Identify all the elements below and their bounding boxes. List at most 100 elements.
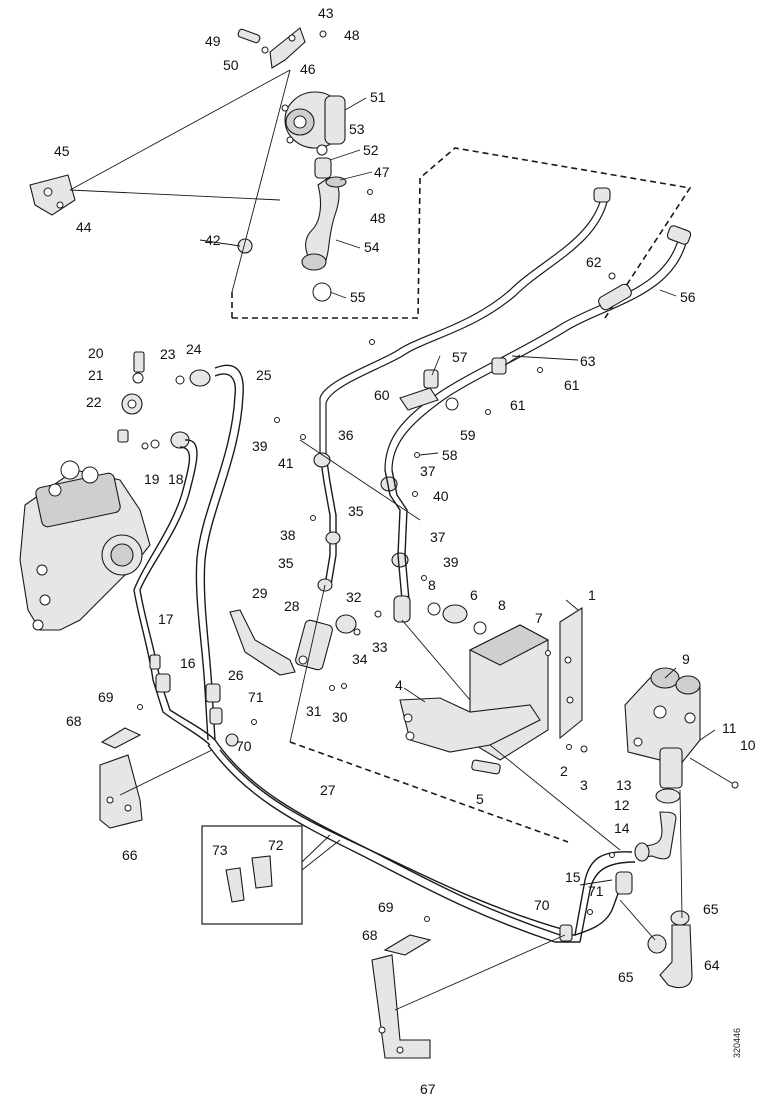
label-part-17: 17 [158,611,174,627]
clip-70-right [559,924,573,942]
label-part-56: 56 [680,289,696,305]
screw-7 [545,650,551,656]
label-part-55: 55 [350,289,366,305]
adapter-22 [121,393,143,415]
fitting-11 [659,747,683,789]
label-part-59: 59 [460,427,476,443]
label-part-67: 67 [420,1081,436,1097]
label-part-22: 22 [86,394,102,410]
label-part-39-mid: 39 [443,554,459,570]
label-part-63: 63 [580,353,596,369]
clamp-65-upper [670,910,690,926]
label-part-39-top: 39 [252,438,268,454]
priority-valve-9 [624,667,701,766]
label-part-8-left: 8 [428,577,436,593]
bolt-20 [133,351,145,373]
reference-code: 320446 [732,1028,742,1058]
label-part-21: 21 [88,367,104,383]
label-part-19: 19 [144,471,160,487]
label-part-69-left: 69 [98,689,114,705]
return-line-37 [384,469,403,601]
label-part-65-right: 65 [703,901,719,917]
label-part-53: 53 [349,121,365,137]
nut-48-top [319,30,327,38]
washer-50 [261,46,269,54]
clip-68-right [383,934,432,956]
clip-70-left [225,733,239,747]
fitting-13 [655,788,681,804]
fitting-37-lower [391,552,409,568]
dashed-group-upper [232,147,692,319]
bolt-49 [237,28,261,44]
label-part-31: 31 [306,703,322,719]
bolt-10 [689,757,736,786]
clamp-55 [312,282,332,302]
seal-19 [150,439,160,449]
screw-71-left [251,719,257,725]
inset-label-72: 72 [268,837,284,853]
label-part-57: 57 [452,349,468,365]
pipe-17 [139,439,216,741]
label-part-3: 3 [580,777,588,793]
label-part-71-left: 71 [248,689,264,705]
detail-inset: 73 72 [201,825,341,925]
label-part-64: 64 [704,957,720,973]
label-part-61-mid: 61 [510,397,526,413]
fitting-24 [189,369,211,387]
washer-21 [132,372,144,384]
label-part-40: 40 [433,488,449,504]
bracket-29 [229,609,296,676]
screw-39-top [274,417,280,423]
bolt-5 [471,759,501,775]
tank-bracket-4 [399,697,541,753]
label-part-5: 5 [476,791,484,807]
label-part-42: 42 [205,232,221,248]
label-part-16: 16 [180,655,196,671]
label-part-70-left: 70 [236,738,252,754]
label-part-49: 49 [205,33,221,49]
part-number-labels: 1 2 3 4 5 6 7 8 8 9 10 11 12 13 14 15 16… [54,5,756,1097]
pump-bracket [269,27,306,69]
pressure-hose-upper [319,194,603,455]
label-part-52: 52 [363,142,379,158]
label-part-18: 18 [168,471,184,487]
bracket-1 [559,606,583,740]
screw-3 [580,745,588,753]
label-part-10: 10 [740,737,756,753]
label-part-62: 62 [586,254,602,270]
label-part-12: 12 [614,797,630,813]
seal-34 [353,628,361,636]
screw-48-mid [367,189,373,195]
label-part-70-right: 70 [534,897,550,913]
label-part-2: 2 [560,763,568,779]
label-part-35-top: 35 [348,503,364,519]
label-part-20: 20 [88,345,104,361]
hose-fitting-52 [314,157,332,179]
label-part-48-top: 48 [344,27,360,43]
screw-2 [566,744,572,750]
label-part-6: 6 [470,587,478,603]
clip-26-lower [209,707,223,725]
power-steering-pump [281,91,346,149]
label-part-28: 28 [284,598,300,614]
label-part-61-right: 61 [564,377,580,393]
label-part-11: 11 [722,720,737,736]
label-part-30: 30 [332,709,348,725]
small-part-top [369,339,375,345]
mounting-bracket-44 [29,174,76,216]
label-part-25: 25 [256,367,272,383]
label-part-35-left: 35 [278,555,294,571]
screw-40 [412,491,418,497]
label-part-15: 15 [565,869,581,885]
label-part-29: 29 [252,585,268,601]
clip-68-left [100,727,142,749]
clip-59 [445,397,459,411]
clamp-65-lower [647,934,667,954]
clamp-14 [634,842,650,862]
label-part-14: 14 [614,820,630,836]
bracket-60 [399,387,439,411]
label-part-13: 13 [616,777,632,793]
pipe-27-a [214,739,633,936]
label-part-1: 1 [588,587,596,603]
